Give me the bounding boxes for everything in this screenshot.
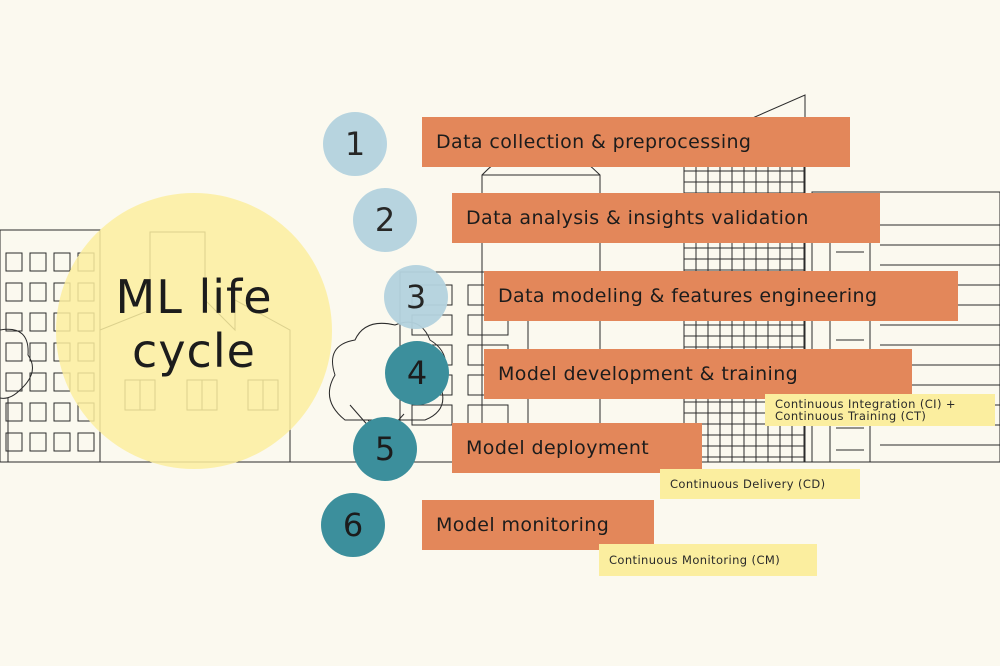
step-4-number-circle: 4 <box>385 341 449 405</box>
step-6-label-box: Model monitoring <box>422 500 654 550</box>
step-4-label-box: Model development & training <box>484 349 912 399</box>
note-2: Continuous Delivery (CD) <box>660 469 860 499</box>
step-1-label-box: Data collection & preprocessing <box>422 117 850 167</box>
note-3-line1: Continuous Monitoring (CM) <box>609 553 781 567</box>
note-1-line2: Continuous Training (CT) <box>775 409 927 423</box>
note-3: Continuous Monitoring (CM) <box>599 544 817 576</box>
note-2-line1: Continuous Delivery (CD) <box>670 477 826 491</box>
step-1-number-circle: 1 <box>323 112 387 176</box>
note-1-line1: Continuous Integration (CI) + <box>775 397 956 411</box>
tree-left <box>0 328 33 462</box>
diagram-title-line-1: ML life <box>115 270 273 324</box>
step-6-number-circle: 6 <box>321 493 385 557</box>
step-2-label-box: Data analysis & insights validation <box>452 193 880 243</box>
step-5-number-circle: 5 <box>353 417 417 481</box>
step-5-label-box: Model deployment <box>452 423 702 473</box>
diagram-title-line-2: cycle <box>132 324 256 378</box>
note-1: Continuous Integration (CI) +Continuous … <box>765 394 995 426</box>
step-3-number-circle: 3 <box>384 265 448 329</box>
step-3-label-box: Data modeling & features engineering <box>484 271 958 321</box>
step-2-number-circle: 2 <box>353 188 417 252</box>
hero-circle <box>56 193 332 469</box>
